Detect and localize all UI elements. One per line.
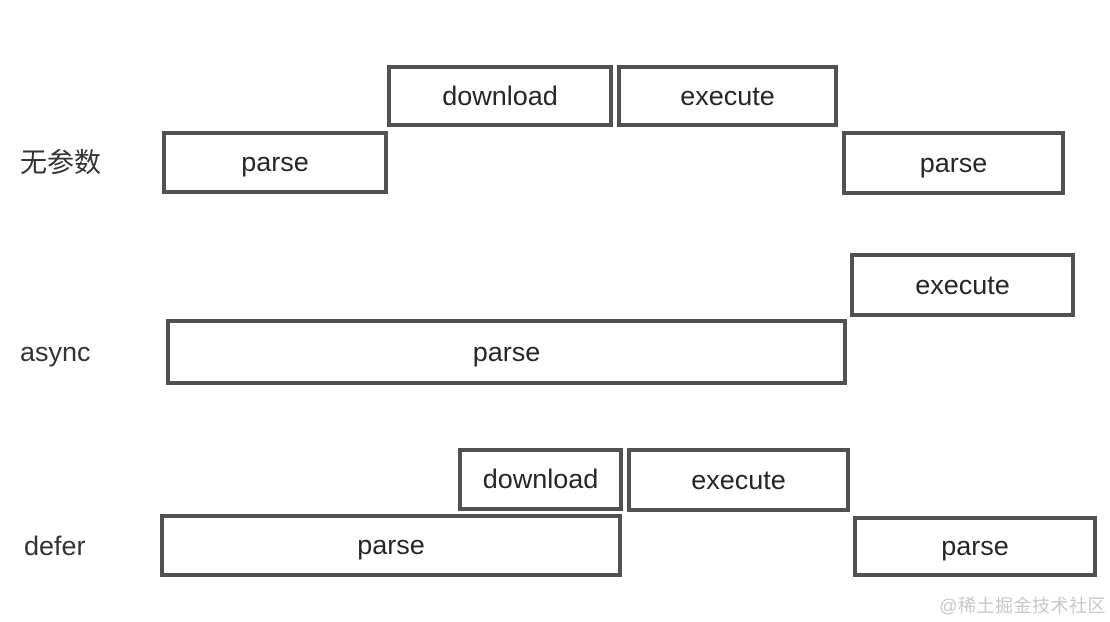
- box-parse: parse: [853, 516, 1097, 577]
- box-download: download: [387, 65, 613, 127]
- box-parse: parse: [162, 131, 388, 194]
- row-label-no-attribute: 无参数: [20, 148, 101, 178]
- box-parse: parse: [842, 131, 1065, 195]
- watermark-juejin-community: @稀土掘金技术社区: [939, 596, 1106, 616]
- box-execute: execute: [627, 448, 850, 512]
- row-label-async: async: [20, 337, 91, 367]
- box-parse: parse: [160, 514, 622, 577]
- box-execute: execute: [617, 65, 838, 127]
- box-execute: execute: [850, 253, 1075, 317]
- row-label-defer: defer: [24, 531, 86, 561]
- box-parse: parse: [166, 319, 847, 385]
- box-download: download: [458, 448, 623, 511]
